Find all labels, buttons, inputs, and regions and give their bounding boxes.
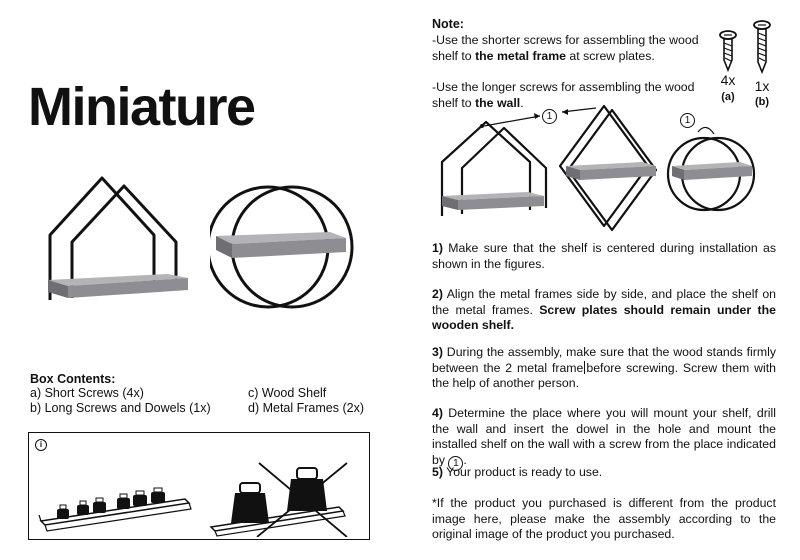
wall-mount-diagram <box>440 104 756 232</box>
box-contents-heading: Box Contents: <box>30 372 116 386</box>
correct-usage-icon <box>38 487 192 532</box>
callout-1-inline: 1 <box>448 455 464 471</box>
box-item-b: b) Long Screws and Dowels (1x) <box>30 401 211 415</box>
step-4: 4) Determine the place where you will mo… <box>432 406 776 471</box>
step-2: 2) Align the metal frames side by side, … <box>432 287 776 332</box>
callout-1-round: 1 <box>680 113 695 128</box>
short-screw-label: (a) <box>721 91 735 103</box>
footnote: *If the product you purchased is differe… <box>432 496 776 541</box>
step-3: 3) During the assembly, make sure that t… <box>432 345 776 390</box>
text-cursor <box>584 360 586 374</box>
weight-usage-box: i <box>28 432 370 540</box>
box-item-d: d) Metal Frames (2x) <box>248 401 364 415</box>
long-screw-count: 1x <box>754 78 770 94</box>
product-title: Miniature <box>28 77 256 137</box>
incorrect-usage-icon <box>209 462 348 537</box>
house-shelf-illustration <box>48 176 188 300</box>
long-screw-label: (b) <box>754 96 770 108</box>
info-icon: i <box>35 439 47 451</box>
short-screw-icon <box>719 30 737 72</box>
callout-1-house: 1 <box>542 109 557 124</box>
round-shelf-illustration <box>210 185 354 309</box>
weight-usage-illustration <box>38 462 348 537</box>
box-item-c: c) Wood Shelf <box>248 386 327 400</box>
note-title: Note: <box>432 17 464 31</box>
note-short-screws: -Use the shorter screws for assembling t… <box>432 33 699 63</box>
step-1: 1) Make sure that the shelf is centered … <box>432 241 776 271</box>
box-item-a: a) Short Screws (4x) <box>30 386 144 400</box>
short-screw-count: 4x <box>720 72 736 88</box>
long-screw-icon <box>753 20 771 74</box>
step-5: 5) Your product is ready to use. <box>432 465 603 479</box>
note-long-screws: -Use the longer screws for assembling th… <box>432 80 695 110</box>
